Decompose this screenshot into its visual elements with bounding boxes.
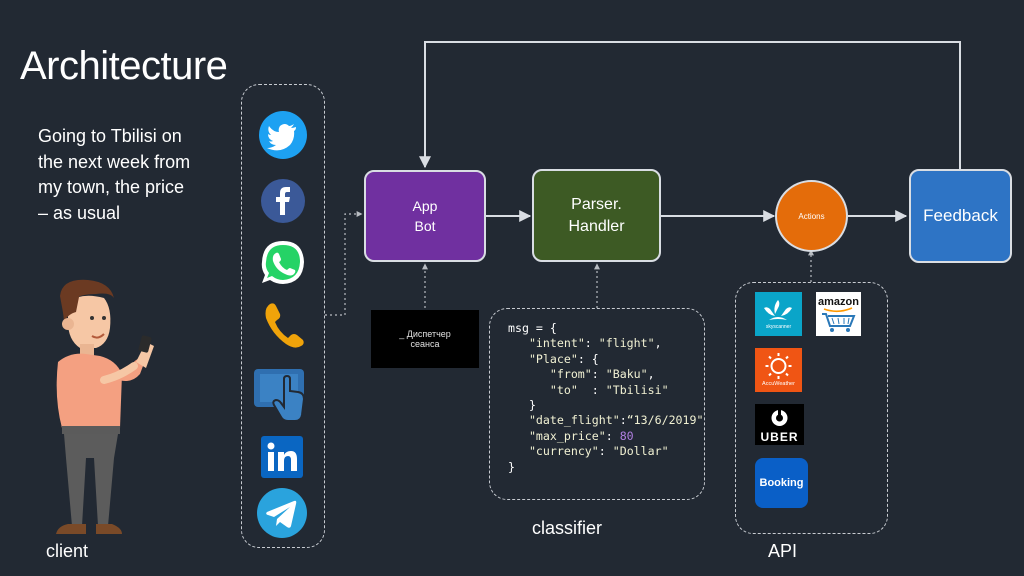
classifier-label: classifier [532, 518, 603, 538]
classifier-container [489, 308, 705, 500]
amazon-cart-mark [822, 307, 856, 332]
accuweather-text: AccuWeather [762, 381, 795, 387]
scenario-description: Going to Tbilisi on the next week from m… [38, 126, 191, 223]
skyscanner-text: skyscanner [765, 324, 792, 330]
booking-icon[interactable]: Booking [755, 458, 808, 508]
feedback-node: Feedback [909, 169, 1012, 263]
page-title: Architecture [20, 44, 228, 88]
phone-icon[interactable] [262, 300, 306, 348]
channels-container [241, 84, 325, 548]
whatsapp-icon[interactable] [259, 239, 307, 287]
dotted-channels-appbot [325, 211, 363, 316]
uber-icon[interactable]: UBER [755, 404, 804, 445]
uber-logo-mark [771, 410, 788, 426]
skyscanner-logo-mark [764, 300, 792, 320]
skyscanner-icon[interactable]: skyscanner [755, 292, 802, 336]
feedback-loop-line [419, 41, 961, 170]
tablet-touch-icon[interactable] [252, 363, 314, 425]
amazon-icon[interactable]: amazon [816, 292, 861, 336]
telegram-icon[interactable] [256, 487, 308, 539]
accuweather-sun-mark [765, 353, 792, 379]
amazon-text: amazon [818, 296, 859, 308]
uber-text: UBER [760, 430, 799, 444]
session-dispatcher-label: _ Диспетчер сеанса [371, 310, 479, 368]
actions-node: Actions [775, 180, 848, 252]
api-label: API [768, 541, 798, 561]
parser-handler-node: Parser. Handler [532, 169, 661, 262]
client-label: client [46, 541, 89, 561]
api-container [735, 282, 888, 534]
app-bot-node: App Bot [364, 170, 486, 262]
client-person-illustration [56, 279, 154, 534]
twitter-icon[interactable] [258, 110, 308, 160]
message-code-block: msg = { "intent": "flight", "Place": { "… [508, 321, 704, 474]
accuweather-icon[interactable]: AccuWeather [755, 348, 802, 392]
linkedin-icon[interactable] [261, 436, 303, 478]
facebook-icon[interactable] [260, 178, 306, 224]
